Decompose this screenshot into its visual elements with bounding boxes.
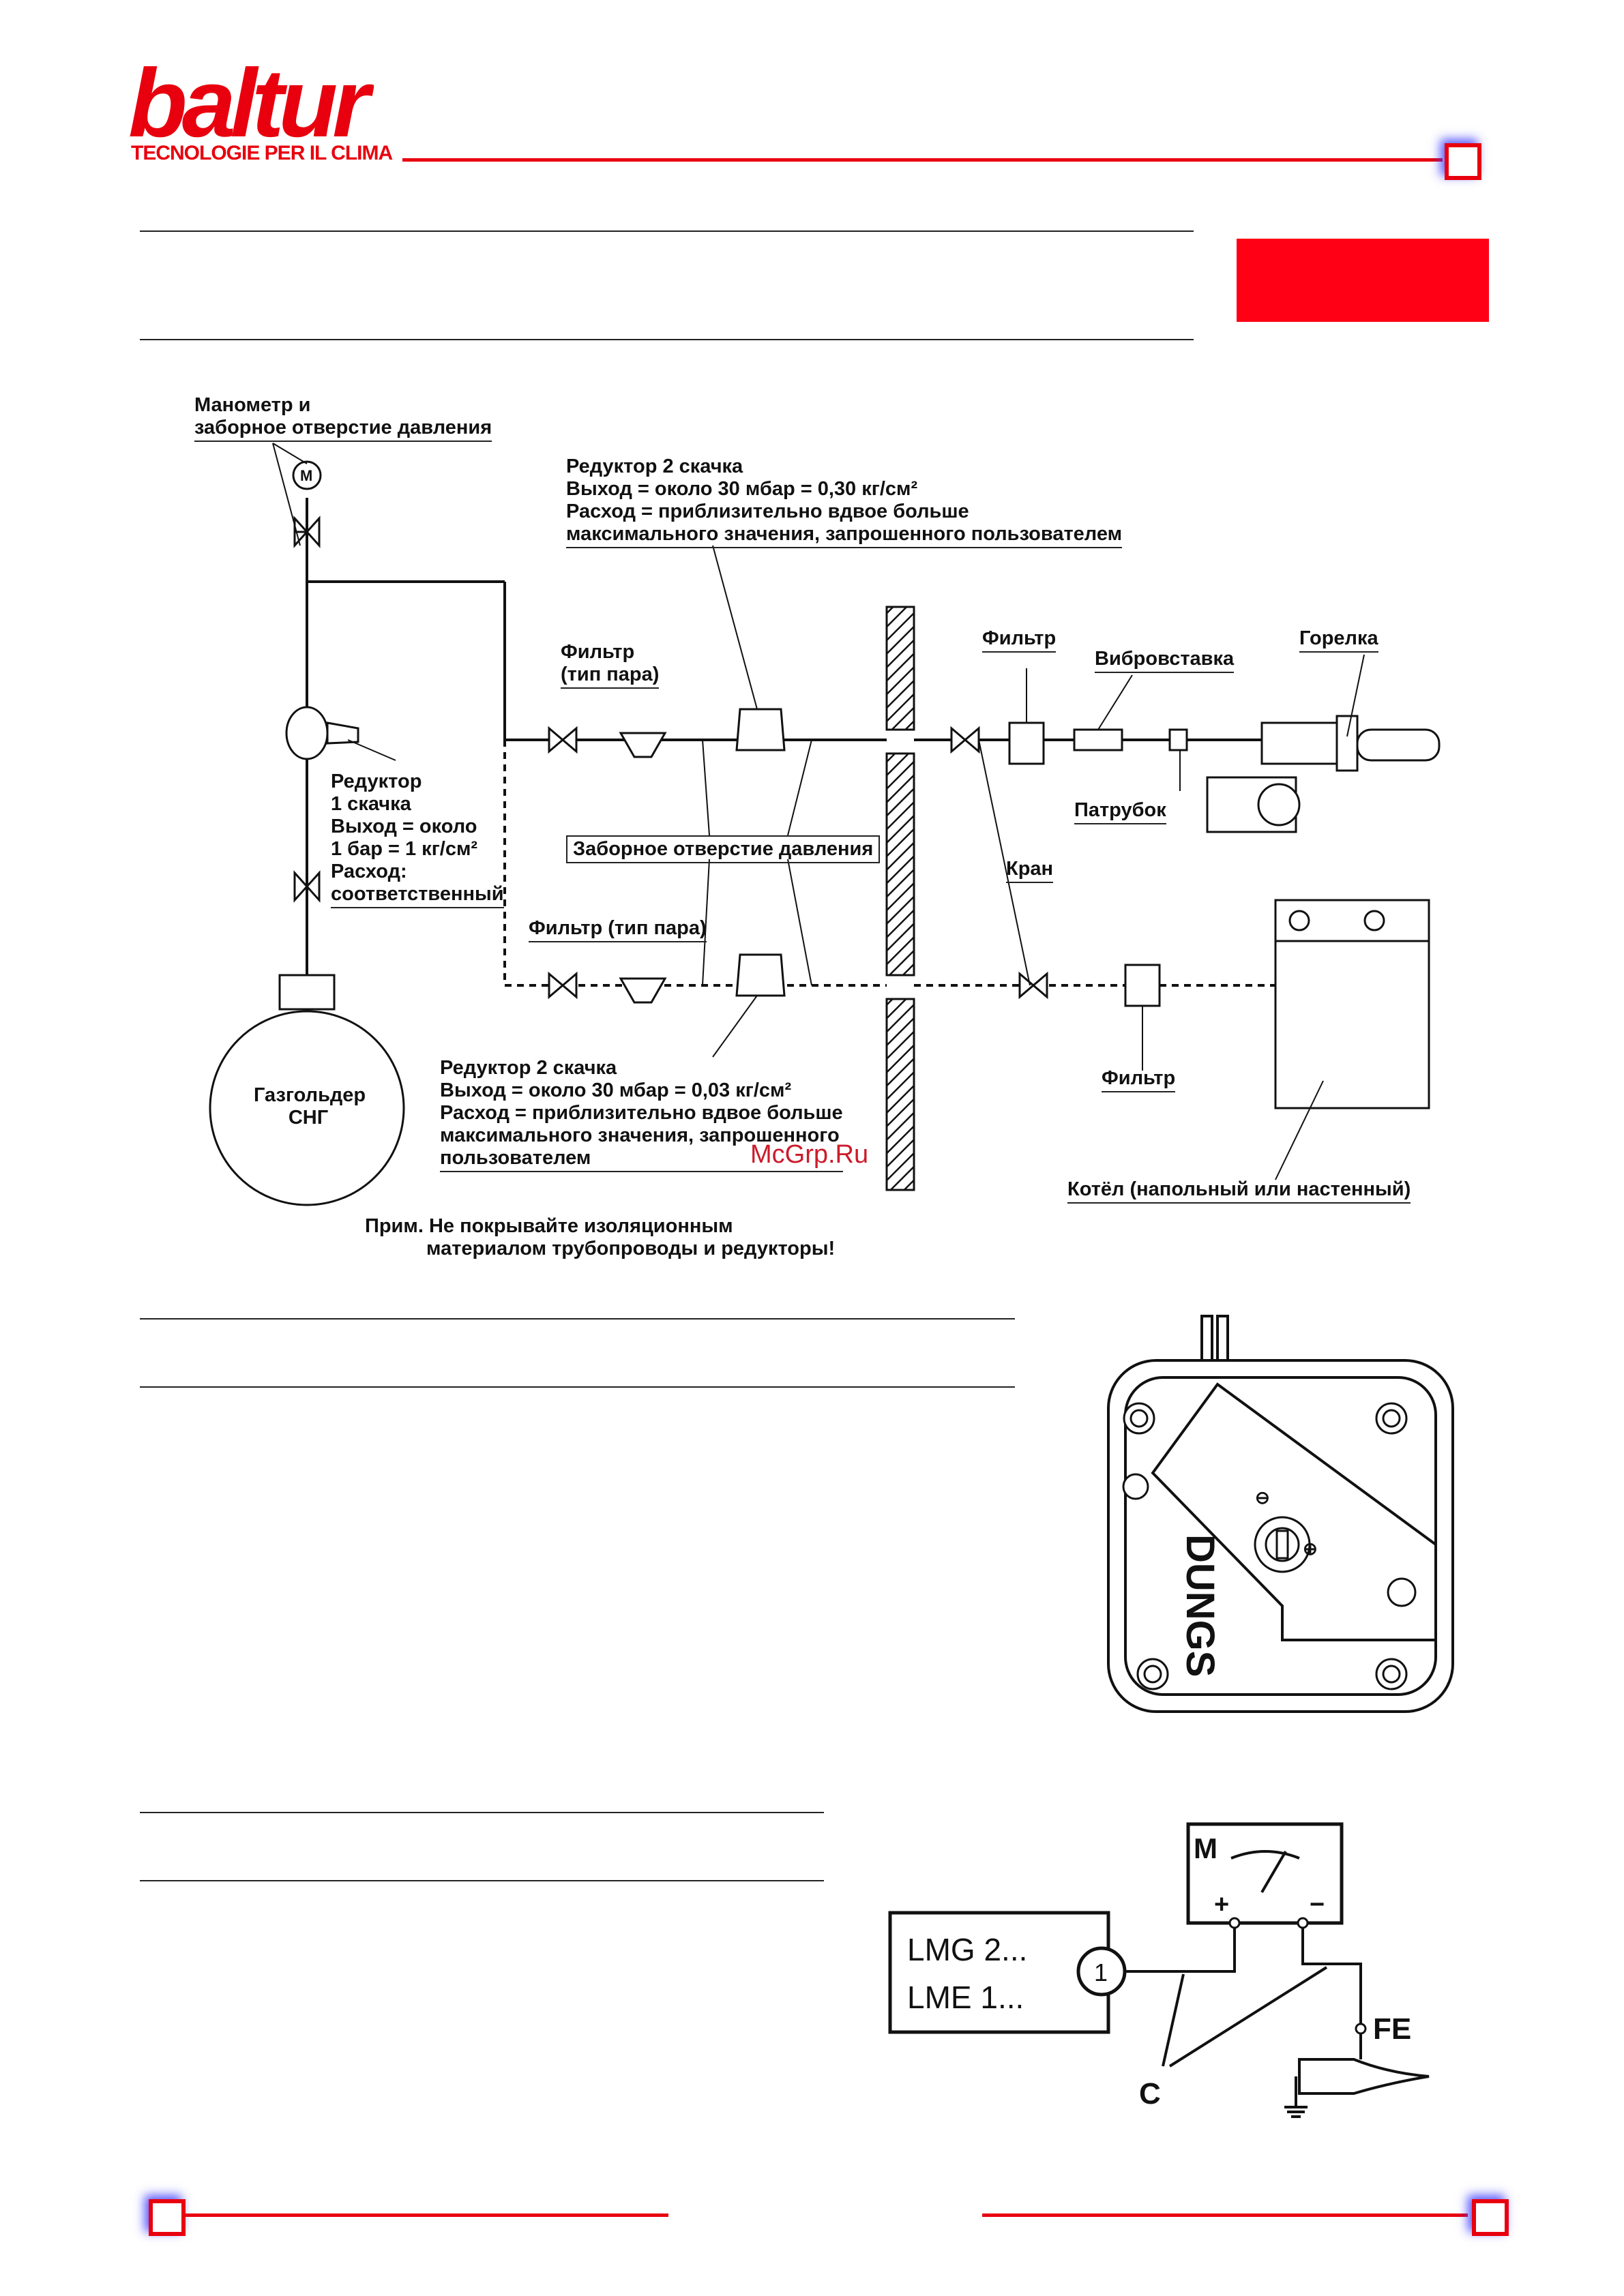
lower-filter	[1124, 964, 1161, 1007]
riser-valve	[293, 870, 321, 903]
ionization-measurement-diagram: M + − LMG 2... LME 1... 1 FE C	[888, 1822, 1430, 2118]
minus-symbol: ⊖	[1255, 1487, 1270, 1508]
title-rule-top	[140, 230, 1194, 232]
meter-minus: −	[1310, 1890, 1325, 1919]
upper-reducer-2	[735, 708, 786, 751]
control-line-2: LME 1...	[907, 1980, 1024, 2015]
upper-steam-filter	[619, 732, 667, 758]
section3-rule-top	[140, 1812, 824, 1813]
steam-filter-top-label: Фильтр(тип пара)	[561, 641, 660, 689]
header-corner-marker	[1445, 143, 1481, 180]
dungs-brand: DUNGS	[1178, 1534, 1222, 1677]
gas-holder-tank	[209, 1010, 405, 1206]
lower-valve-1	[548, 971, 578, 1000]
terminal-circle	[1076, 1946, 1127, 1997]
meter-label: M	[1194, 1832, 1217, 1864]
upper-filter-right	[1008, 721, 1045, 765]
pressure-tap-label: Заборное отверстие давления	[566, 835, 881, 863]
section3-rule-bottom	[140, 1880, 824, 1881]
vibro-insert-symbol	[1073, 728, 1123, 751]
control-line-1: LMG 2...	[907, 1932, 1027, 1967]
lower-steam-filter	[619, 977, 667, 1004]
burner-symbol	[1206, 715, 1441, 833]
lower-reducer-2	[735, 953, 786, 997]
wall-segment-2	[885, 752, 915, 976]
footer-left-marker	[149, 2199, 186, 2236]
section2-rule-top	[140, 1318, 1015, 1320]
nozzle-label: Патрубок	[1074, 799, 1166, 824]
title-rule-bottom	[140, 339, 1194, 340]
footer-right-marker	[1472, 2199, 1509, 2236]
meter-plus: +	[1214, 1890, 1229, 1919]
boiler-label: Котёл (напольный или настенный)	[1067, 1178, 1411, 1204]
footer-red-line-left	[183, 2213, 668, 2217]
section-red-tab	[1237, 239, 1489, 322]
brand-logo: baltur	[128, 49, 380, 166]
dungs-pressure-switch: ⊖ ⊕ DUNGS	[1107, 1315, 1454, 1713]
gas-pipeline-diagram: M	[209, 443, 1441, 1206]
plus-symbol: ⊕	[1303, 1538, 1318, 1559]
vibro-insert-label: Вибровставка	[1095, 648, 1235, 673]
meter-box	[1186, 1822, 1344, 1925]
steam-filter-bottom-label: Фильтр (тип пара)	[529, 917, 707, 942]
manometer-symbol	[292, 460, 322, 548]
electrode-label: FE	[1373, 2012, 1411, 2046]
burner-label: Горелка	[1299, 627, 1378, 653]
gas-holder-neck	[278, 974, 336, 1011]
upper-valve-2	[950, 726, 980, 754]
upper-valve-1	[548, 726, 578, 754]
terminal-number: 1	[1094, 1958, 1108, 1986]
header-red-line	[402, 158, 1443, 162]
watermark: McGrp.Ru	[750, 1140, 869, 1169]
section2-rule-bottom	[140, 1386, 1015, 1388]
footer-red-line-right	[982, 2213, 1468, 2217]
wall-segment-3	[885, 998, 915, 1191]
lower-valve	[1018, 971, 1048, 1000]
filter-top-right-label: Фильтр	[982, 627, 1057, 653]
brand-tagline: TECNOLOGIE PER IL CLIMA	[131, 142, 393, 164]
baltur-logo: baltur	[128, 49, 380, 158]
valve-label: Кран	[1006, 858, 1054, 883]
boiler-symbol	[1274, 899, 1430, 1109]
reducer-1-symbol	[285, 706, 359, 760]
wall-segment-1	[885, 606, 915, 731]
filter-bottom-label: Фильтр	[1102, 1067, 1176, 1092]
cable-label: C	[1139, 2077, 1161, 2111]
logo-wordmark: baltur	[128, 60, 374, 158]
nozzle-symbol	[1168, 728, 1188, 751]
svg-text:M: M	[300, 467, 312, 484]
